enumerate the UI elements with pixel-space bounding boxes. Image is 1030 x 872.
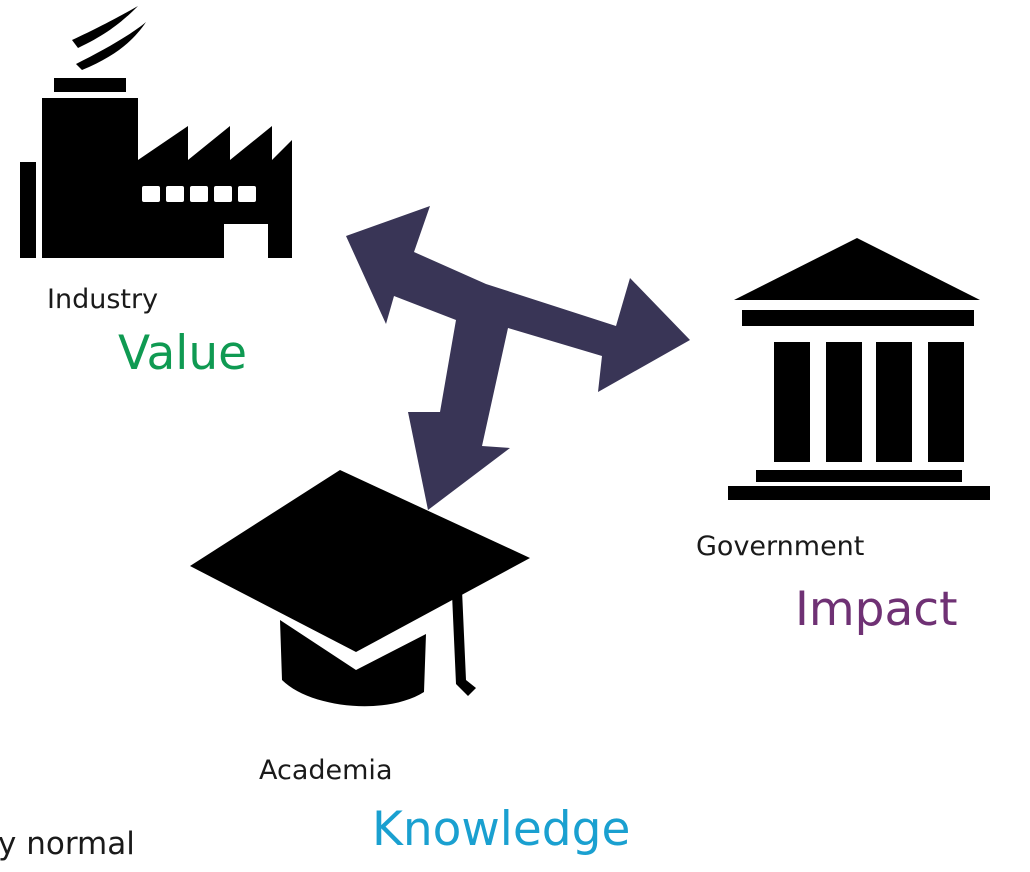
- graduation-cap-icon: [190, 470, 530, 707]
- government-building-icon: [728, 238, 990, 500]
- cropped-text-fragment: y normal: [0, 826, 135, 862]
- academia-value: Knowledge: [372, 802, 631, 857]
- industry-label: Industry: [47, 284, 159, 315]
- government-value: Impact: [795, 582, 958, 637]
- academia-label: Academia: [259, 755, 393, 786]
- factory-icon: [20, 6, 292, 258]
- industry-value: Value: [118, 326, 248, 381]
- government-label: Government: [696, 531, 865, 562]
